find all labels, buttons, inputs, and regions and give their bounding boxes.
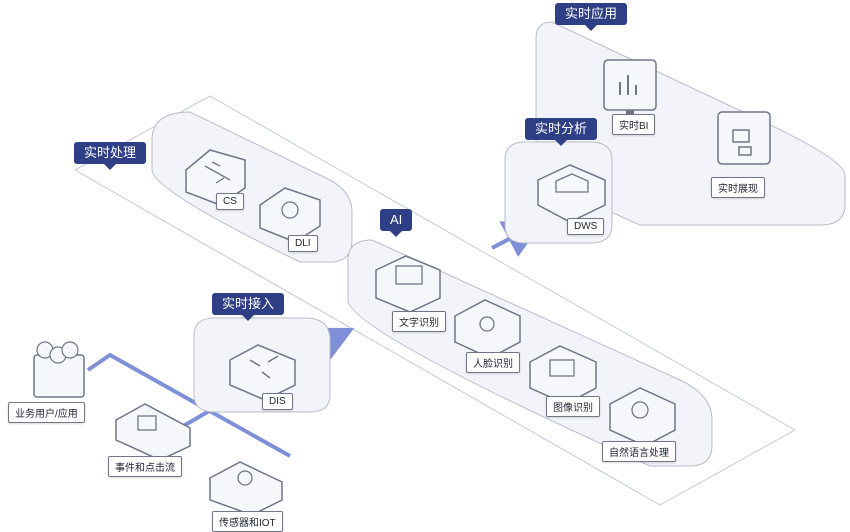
platform-realtime-processing bbox=[151, 111, 353, 263]
label-dws: DWS bbox=[567, 218, 605, 235]
users-node bbox=[33, 341, 85, 398]
group-tag-realtime-app: 实时应用 bbox=[555, 3, 628, 31]
label-dis: DIS bbox=[262, 393, 293, 410]
label-realtime-display: 实时展现 bbox=[711, 177, 765, 198]
image-node bbox=[529, 345, 597, 405]
nlp-node bbox=[609, 387, 676, 447]
dli-node bbox=[259, 187, 321, 243]
label-image: 图像识别 bbox=[546, 396, 600, 417]
realtime-display-node bbox=[717, 111, 771, 165]
flow-line-iot bbox=[86, 352, 291, 458]
events-node bbox=[115, 403, 191, 461]
label-ocr: 文字识别 bbox=[392, 311, 446, 332]
face-node bbox=[454, 299, 521, 359]
label-events: 事件和点击流 bbox=[108, 456, 182, 477]
label-users: 业务用户/应用 bbox=[8, 402, 85, 423]
label-dli: DLI bbox=[288, 235, 318, 252]
group-tag-realtime-analysis: 实时分析 bbox=[525, 118, 598, 146]
realtime-bi-node bbox=[603, 59, 657, 116]
sensors-node bbox=[209, 461, 283, 516]
dis-node bbox=[229, 344, 296, 401]
label-face: 人脸识别 bbox=[466, 352, 520, 373]
group-tag-realtime-ingest: 实时接入 bbox=[212, 293, 285, 321]
cs-node bbox=[185, 149, 246, 206]
label-cs: CS bbox=[216, 193, 244, 210]
group-tag-realtime-processing: 实时处理 bbox=[74, 142, 147, 170]
ocr-node bbox=[375, 255, 441, 313]
dws-node bbox=[537, 164, 606, 223]
label-realtime-bi: 实时BI bbox=[612, 114, 656, 135]
group-tag-ai: AI bbox=[380, 209, 413, 237]
label-nlp: 自然语言处理 bbox=[602, 441, 676, 462]
